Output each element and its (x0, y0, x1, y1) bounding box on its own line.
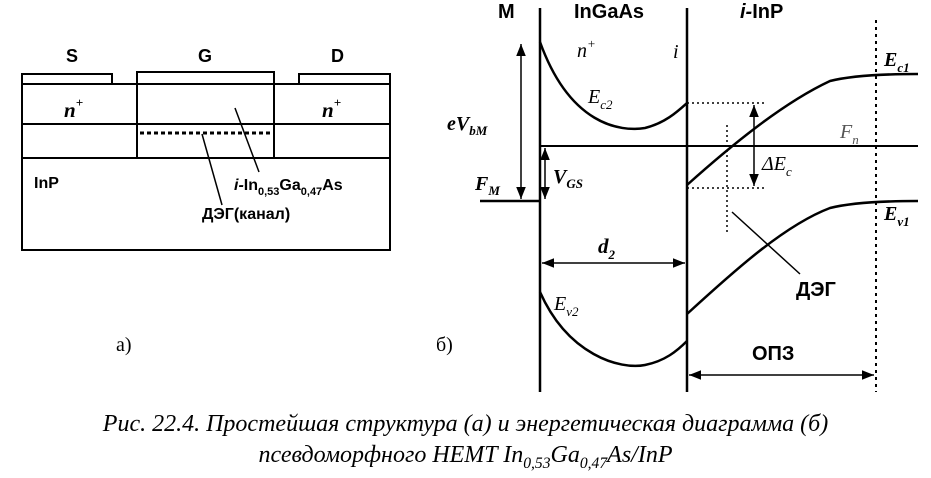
caption-line-2: псевдоморфного HEMT In0,53Ga0,47As/InP (258, 442, 673, 472)
dec-label: ΔEc (761, 153, 792, 179)
nplus-label: n+ (577, 36, 596, 62)
ec1-label: Ec1 (883, 49, 910, 75)
ec2-label: Ec2 (587, 86, 613, 112)
fn-label: Fn (839, 121, 859, 147)
ev1-label: Ev1 (883, 203, 910, 229)
channel-label: ДЭГ(канал) (202, 206, 290, 223)
gate-contact (136, 71, 275, 85)
nplus-left-label: n+ (64, 95, 83, 122)
d2-label: d2 (598, 234, 616, 262)
leader-channel-layer (234, 107, 260, 173)
ingaas-label: InGaAs (574, 1, 644, 23)
ec1-band (686, 72, 919, 186)
source-contact (21, 73, 113, 85)
deg-leader (731, 211, 801, 275)
panel-b-label: б) (436, 334, 453, 356)
inp-label: i-InP (740, 1, 783, 23)
device-structure (21, 71, 391, 251)
drain-label: D (331, 46, 344, 66)
drain-contact (298, 73, 391, 85)
caption-line-1: Рис. 22.4. Простейшая структура (а) и эн… (102, 411, 829, 437)
source-label: S (66, 46, 78, 66)
gate-label: G (198, 46, 212, 66)
leader-channel (201, 133, 223, 206)
nplus-right-label: n+ (322, 95, 341, 122)
ev2-label: Ev2 (553, 293, 579, 319)
opz-label: ОПЗ (752, 343, 794, 365)
metal-label: M (498, 1, 515, 23)
fm-label: FM (474, 173, 500, 198)
deg-label: ДЭГ (796, 279, 836, 301)
ev2-band (538, 291, 688, 368)
i-label: i (673, 41, 679, 63)
ev1-band (686, 199, 919, 315)
ebm-label: eVbM (447, 113, 488, 138)
band-diagram (480, 8, 919, 392)
vgs-label: VGS (553, 166, 583, 191)
substrate-label: InP (34, 175, 59, 192)
channel-layer-label: i-In0,53Ga0,47As (234, 177, 343, 198)
ec2-band (538, 41, 688, 131)
panel-a-label: а) (116, 334, 132, 356)
